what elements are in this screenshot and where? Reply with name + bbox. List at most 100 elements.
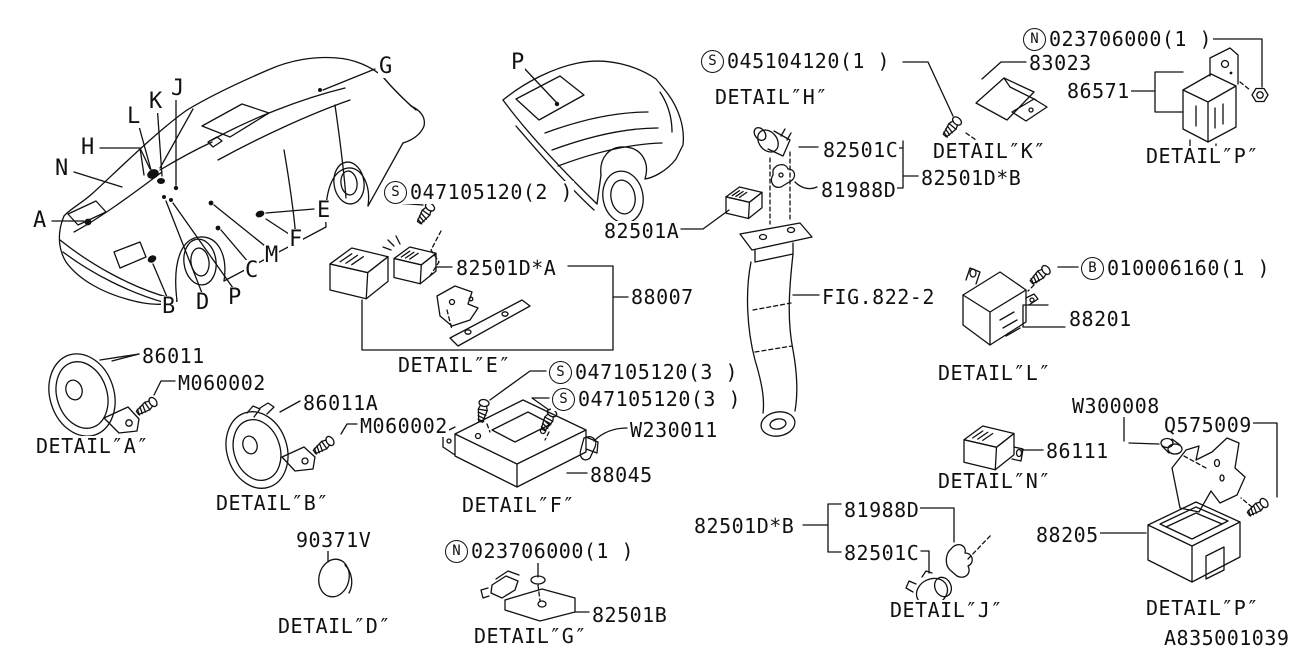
caption-detail-n: DETAIL″N″	[937, 471, 1052, 492]
label-text: DETAIL″G″	[474, 624, 587, 648]
callout-p-rear: P	[510, 50, 526, 75]
part-88205: 88205	[1035, 525, 1100, 546]
label-text: Q575009	[1164, 413, 1252, 437]
circled-n-icon: N	[1023, 28, 1046, 51]
part-82501c-top: 82501C	[822, 138, 900, 162]
part-82501b: 82501B	[591, 603, 669, 627]
callout-h: H	[80, 135, 96, 160]
detail-b-horn	[225, 400, 358, 489]
callout-j: J	[170, 76, 186, 101]
label-text: 023706000(1 )	[1049, 27, 1213, 51]
label-text: DETAIL″P″	[1146, 144, 1259, 168]
circled-b-icon: B	[1081, 257, 1104, 280]
callout-c: C	[244, 258, 260, 283]
part-86011: 86011	[141, 346, 206, 367]
label-text: DETAIL″A″	[36, 434, 149, 458]
detail-n-relay	[963, 425, 1044, 471]
label-text: 82501D*A	[456, 256, 557, 280]
callout-p-front: P	[227, 285, 243, 310]
detail-g-assembly	[480, 557, 590, 622]
part-88045: 88045	[589, 465, 654, 486]
callout-d: D	[195, 290, 211, 315]
label-text: 88205	[1036, 523, 1099, 547]
circled-s-icon: S	[552, 388, 575, 411]
rear-car-illustration	[502, 60, 685, 224]
label-text: 83023	[1029, 51, 1092, 75]
label-text: M060002	[178, 371, 266, 395]
callout-k: K	[148, 89, 164, 114]
part-82501a: 82501A	[603, 219, 681, 243]
callout-a: A	[32, 208, 48, 233]
part-m060002-a: M060002	[177, 373, 267, 394]
caption-detail-h: DETAIL″H″	[714, 87, 829, 108]
label-text: 82501A	[604, 219, 680, 243]
caption-detail-j: DETAIL″J″	[889, 600, 1004, 621]
label-text: FIG.822-2	[822, 285, 935, 309]
label-text: M060002	[360, 414, 448, 438]
detail-p-bottom-assembly	[1097, 412, 1278, 583]
circled-s-icon: S	[701, 50, 724, 73]
circled-s-icon: S	[549, 361, 572, 384]
part-w300008: W300008	[1071, 396, 1161, 417]
part-86111: 86111	[1045, 441, 1110, 462]
label-text: DETAIL″K″	[933, 139, 1046, 163]
fig-reference: FIG.822-2	[821, 287, 936, 308]
diagram-code: A835001039	[1163, 628, 1291, 649]
part-81988d-bot: 81988D	[843, 498, 921, 522]
label-text: 86111	[1046, 439, 1109, 463]
label-text: 023706000(1 )	[471, 539, 635, 563]
part-q575009: Q575009	[1163, 415, 1253, 436]
label-text: 010006160(1 )	[1107, 256, 1271, 280]
label-text: 90371V	[296, 528, 372, 552]
part-82501d-b-top: 82501D*B	[920, 166, 1023, 190]
caption-detail-k: DETAIL″K″	[932, 141, 1047, 162]
part-82501c-bot: 82501C	[843, 543, 921, 564]
label-text: 047105120(3 )	[575, 360, 739, 384]
detail-k-assembly	[975, 61, 1048, 122]
part-w230011: W230011	[629, 420, 719, 441]
label-text: 81988D	[844, 498, 920, 522]
circled-n-icon: N	[445, 540, 468, 563]
detail-j-assembly	[802, 503, 992, 607]
part-88201: 88201	[1068, 309, 1133, 330]
callout-e: E	[316, 198, 332, 223]
detail-p-top-assembly	[1127, 38, 1269, 158]
part-86011a: 86011A	[302, 393, 380, 414]
part-83023: 83023	[1028, 53, 1093, 74]
caption-detail-f: DETAIL″F″	[461, 495, 576, 516]
detail-f-unit	[442, 370, 628, 488]
label-text: 82501B	[592, 603, 668, 627]
callout-g: G	[378, 54, 394, 79]
label-text: 82501C	[823, 138, 899, 162]
label-text: DETAIL″N″	[938, 469, 1051, 493]
detail-a-horn	[48, 353, 176, 437]
part-82501d-a: 82501D*A	[455, 256, 558, 280]
caption-detail-d: DETAIL″D″	[277, 616, 392, 637]
label-text: 81988D	[821, 178, 897, 202]
label-text: W300008	[1072, 394, 1160, 418]
caption-detail-b: DETAIL″B″	[215, 493, 330, 514]
label-text: DETAIL″D″	[278, 614, 391, 638]
callout-b: B	[161, 294, 177, 319]
label-text: 88201	[1069, 307, 1132, 331]
detail-l-assembly	[962, 263, 1079, 346]
label-text: 82501D*B	[921, 166, 1022, 190]
label-text: DETAIL″F″	[462, 493, 575, 517]
label-text: 88007	[631, 285, 694, 309]
label-text: DETAIL″E″	[398, 353, 511, 377]
detail-h-screw	[902, 61, 977, 141]
label-text: DETAIL″B″	[216, 491, 329, 515]
callout-f: F	[288, 227, 304, 252]
front-car-illustration	[51, 56, 426, 305]
caption-detail-p-top: DETAIL″P″	[1145, 146, 1260, 167]
label-text: 88045	[590, 463, 653, 487]
label-text: 047105120(3 )	[578, 387, 742, 411]
label-text: 047105120(2 )	[410, 180, 574, 204]
